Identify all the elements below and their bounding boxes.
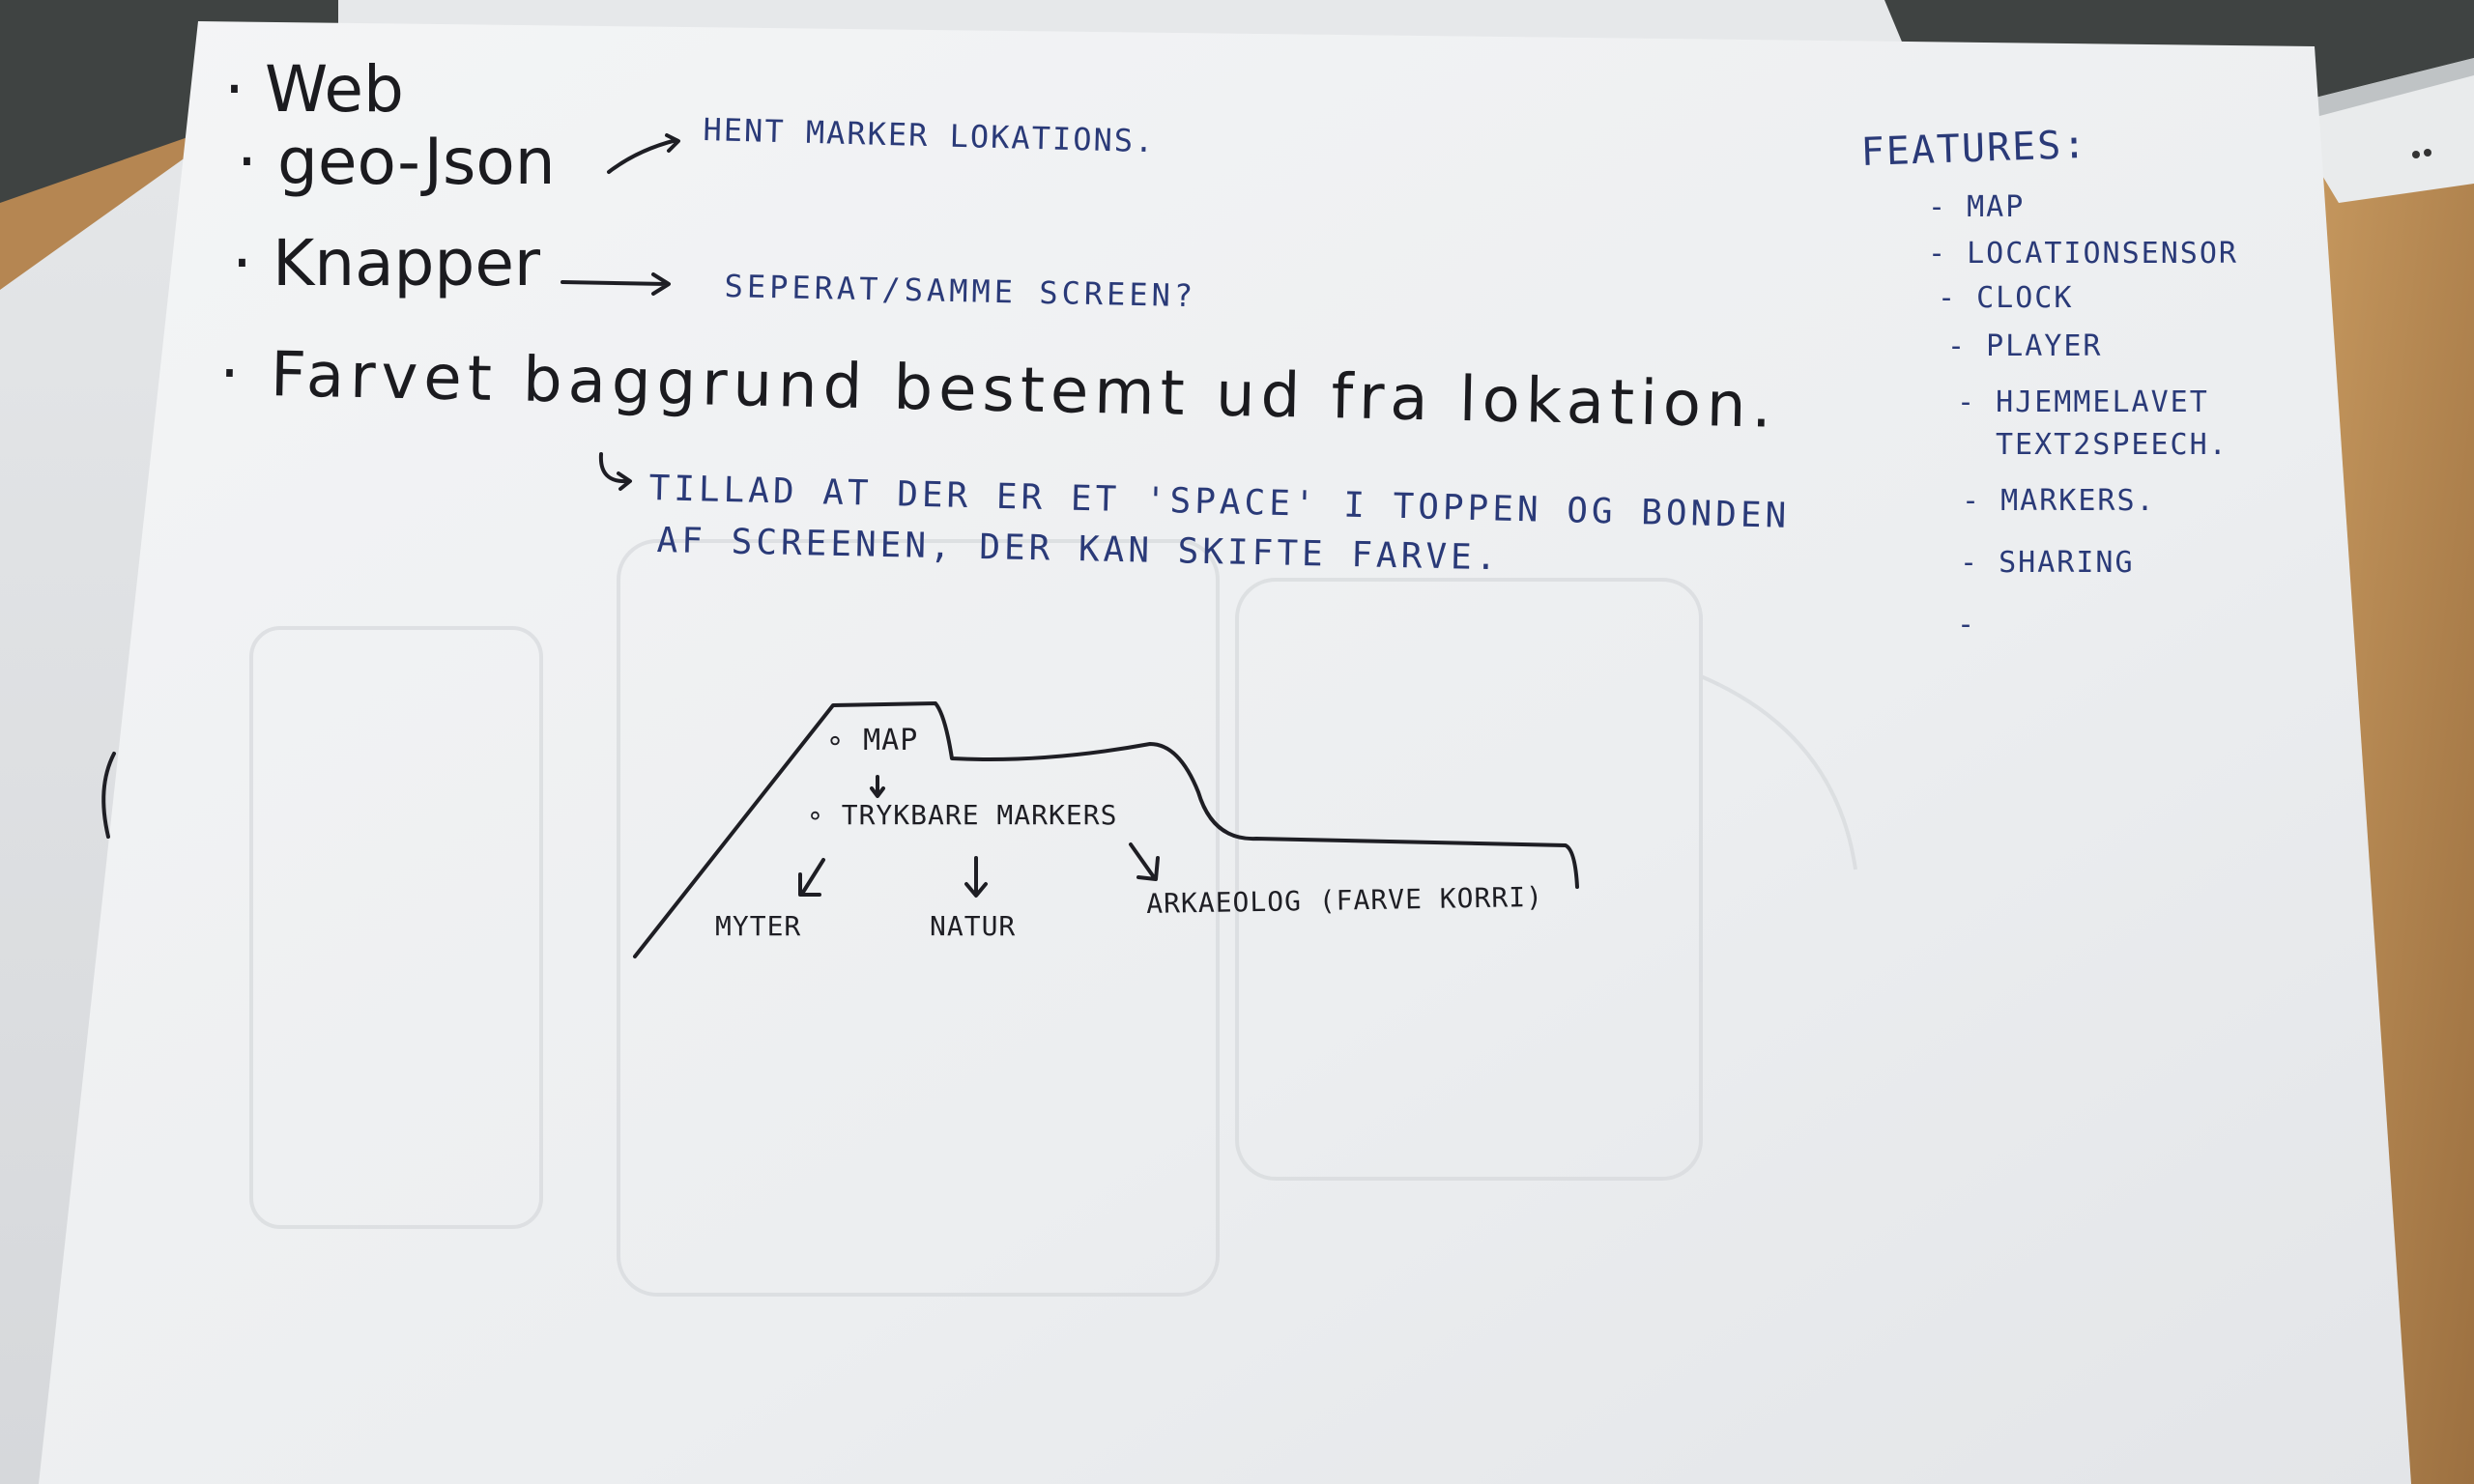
feature-item: - HJEMMELAVET (1957, 385, 2209, 419)
arrow-farvet-hook (598, 452, 632, 491)
feature-item: - PLAYER (1947, 329, 2103, 363)
arrow-knapper (561, 272, 671, 296)
arrow-natur (964, 856, 988, 898)
bullet-dot: · (218, 338, 246, 411)
sketch-branch-myter: MYTER (715, 910, 802, 942)
bullet-text: geo-Json (276, 125, 556, 199)
sketch-branch-arkaeolog: ARKAEOLOG (FARVE KORRI) (1145, 880, 1544, 920)
margin-bracket (101, 752, 116, 839)
mountain-outline (633, 701, 1579, 958)
main-paper (39, 21, 2411, 1484)
device-dot-1 (2412, 151, 2420, 158)
annotation-knapper: SEPERAT/SAMME SCREEN? (724, 268, 1197, 315)
arrow-arkaeolog (1129, 842, 1160, 881)
feature-item: - LOCATIONSENSOR (1928, 237, 2238, 271)
sketch-markers-label: ∘ TRYKBARE MARKERS (807, 799, 1118, 831)
feature-item: - MARKERS. (1962, 484, 2156, 518)
sketch-branch-natur: NATUR (930, 910, 1017, 942)
bullet-dot: · (224, 52, 245, 127)
feature-item: - CLOCK (1938, 281, 2074, 315)
device-dot-2 (2424, 149, 2431, 157)
device-edge (2281, 58, 2474, 124)
feature-item: TEXT2SPEECH. (1996, 428, 2229, 462)
bullet-web: · Web (224, 58, 404, 122)
bullet-geojson: · geo-Json (237, 130, 556, 194)
wooden-desk-right (2300, 87, 2474, 1484)
features-title: FEATURES: (1859, 122, 2089, 175)
bullet-text: Knapper (272, 226, 541, 300)
arrow-geojson (607, 133, 680, 174)
sketch-map-label: ∘ MAP (826, 724, 919, 757)
faint-show-through (249, 539, 1857, 1297)
arrow-myter (798, 858, 825, 897)
arrow-map-down (870, 775, 885, 798)
feature-item: - SHARING (1960, 546, 2135, 580)
bullet-text: Web (264, 52, 404, 127)
feature-item: - (1957, 608, 1977, 642)
bullet-dot: · (232, 226, 252, 300)
bullet-knapper: · Knapper (232, 232, 540, 296)
bullet-dot: · (237, 125, 257, 199)
feature-item: - MAP (1928, 190, 2026, 224)
